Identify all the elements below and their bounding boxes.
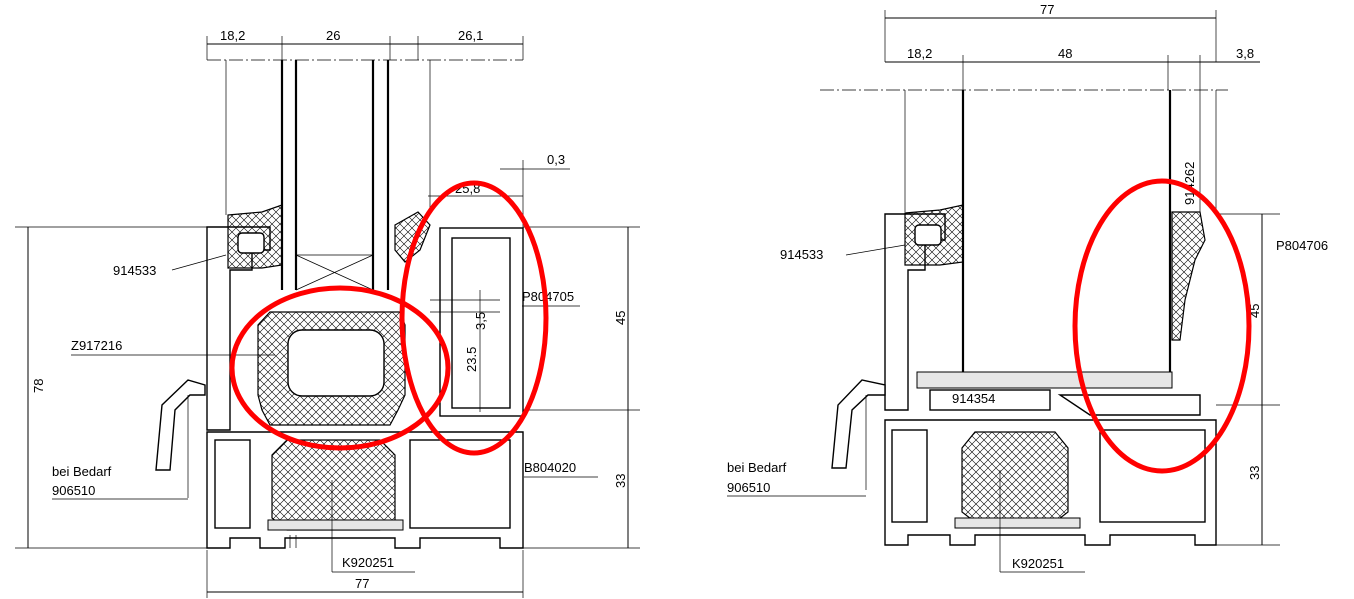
right-label-914354: 914354 [952, 391, 995, 406]
left-label-b804020: B804020 [524, 460, 576, 475]
left-highlight-ellipse-spacer [229, 285, 451, 451]
right-label-bei-bedarf: bei Bedarf [727, 460, 787, 475]
right-label-906510: 906510 [727, 480, 770, 495]
left-glazing-bead [394, 211, 524, 417]
left-dim-3-5: 3,5 [473, 312, 488, 330]
left-label-k920251: K920251 [342, 555, 394, 570]
right-dim-33: 33 [1247, 466, 1262, 480]
right-label-914262: 914262 [1182, 162, 1197, 205]
right-side-dimensions: 45 33 [1216, 213, 1280, 546]
left-sill [155, 379, 206, 498]
left-dim-77: 77 [355, 576, 369, 591]
left-dim-23-5: 23.5 [464, 347, 479, 372]
right-dim-77: 77 [1040, 2, 1054, 17]
right-label-914533: 914533 [780, 247, 823, 262]
left-dim-45: 45 [613, 311, 628, 325]
right-sill [831, 379, 886, 490]
left-right-dimensions: 45 33 [523, 226, 640, 549]
left-gasket-chamber [237, 232, 265, 254]
right-gasket-chamber [914, 224, 942, 246]
right-highlight-ellipse [1072, 178, 1252, 474]
left-glass [225, 60, 431, 291]
left-highlight-ellipse-bead [399, 180, 549, 456]
right-vertical-seal [1171, 211, 1206, 341]
left-dim-0-3: 0,3 [547, 152, 565, 167]
left-label-914533: 914533 [113, 263, 156, 278]
left-dim-33: 33 [613, 474, 628, 488]
left-dim-78: 78 [31, 379, 46, 393]
right-dim-18-2: 18,2 [907, 46, 932, 61]
left-section: 18,2 26 26,1 0,3 25,8 [15, 28, 640, 598]
right-dim-3-8: 3,8 [1236, 46, 1254, 61]
left-inner-dimensions: 3,5 23.5 [430, 290, 500, 412]
left-height-dimension: 78 [15, 226, 207, 549]
left-bottom-dimension: 77 [206, 550, 524, 598]
left-dim-18-2: 18,2 [220, 28, 245, 43]
left-labels: 914533 Z917216 P804705 B804020 K920251 b… [52, 254, 598, 573]
right-label-k920251: K920251 [1012, 556, 1064, 571]
right-total-dimension: 77 [884, 2, 1217, 62]
right-frame-profile [884, 213, 1217, 546]
left-label-906510: 906510 [52, 483, 95, 498]
left-label-z917216: Z917216 [71, 338, 122, 353]
right-label-p804706: P804706 [1276, 238, 1328, 253]
left-spacer-chamber [287, 329, 385, 397]
right-dim-48: 48 [1058, 46, 1072, 61]
left-label-bei-bedarf: bei Bedarf [52, 464, 112, 479]
left-dim-26-1: 26,1 [458, 28, 483, 43]
right-top-dimensions: 18,2 48 3,8 [885, 46, 1260, 90]
left-top-dimensions: 18,2 26 26,1 [206, 28, 524, 60]
left-label-p804705: P804705 [522, 289, 574, 304]
left-dim-26: 26 [326, 28, 340, 43]
right-section: 77 18,2 48 3,8 [727, 2, 1328, 573]
right-labels: 914533 P804706 914262 914354 K920251 bei… [727, 162, 1328, 573]
